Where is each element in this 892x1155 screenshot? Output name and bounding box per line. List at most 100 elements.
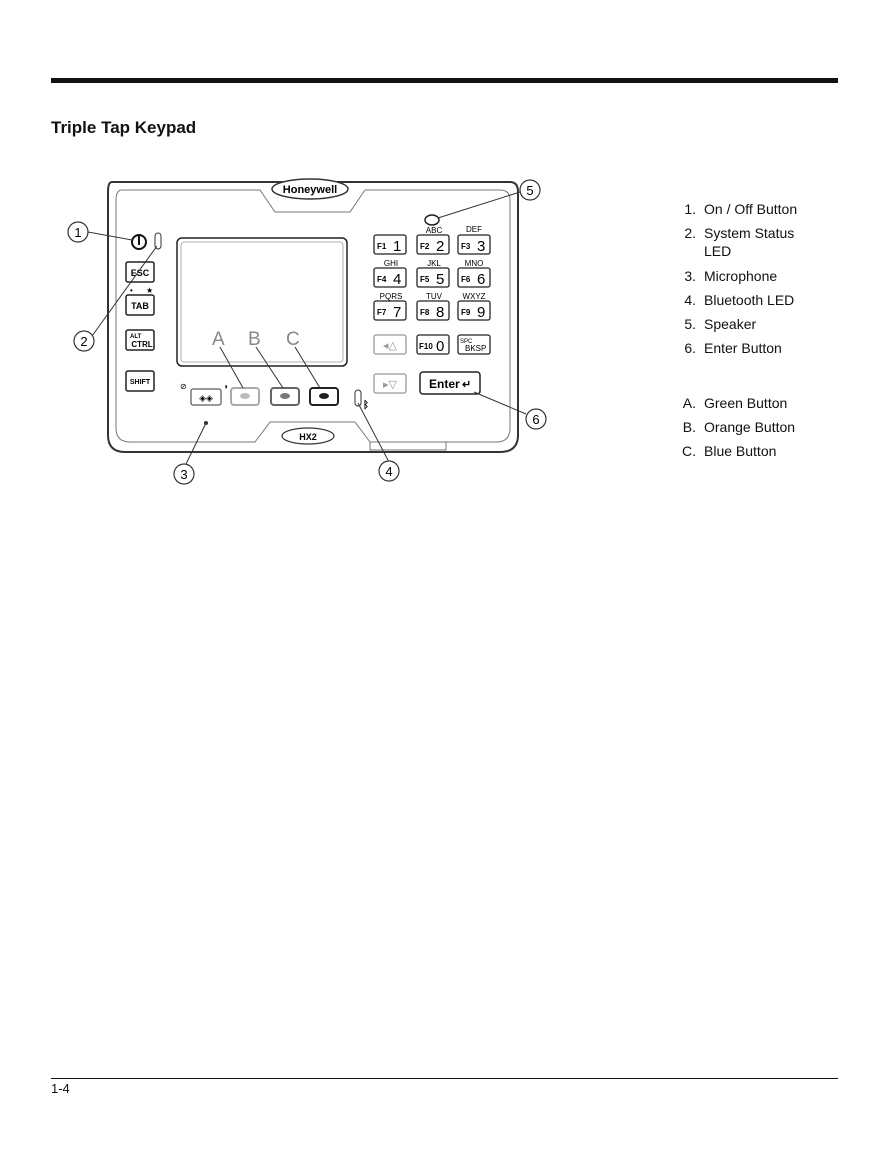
enter-key: Enter ↵: [419, 371, 481, 395]
legend-item: A. Green Button: [682, 395, 788, 411]
callout-2: 2: [73, 330, 95, 352]
key-0: F10 0: [416, 334, 450, 355]
svg-text:F10: F10: [419, 342, 433, 351]
right-arrow-key: ▸▽: [373, 373, 407, 394]
svg-text:◈◈: ◈◈: [199, 393, 213, 403]
key-2: F2 2: [416, 234, 450, 255]
svg-text:TAB: TAB: [131, 301, 149, 311]
device-inner-outline: [115, 189, 511, 443]
callout-5: 5: [519, 179, 541, 201]
key-1: F1 1: [373, 234, 407, 255]
label-b: B: [248, 329, 261, 350]
display-screen: [176, 237, 348, 367]
svg-text:JKL: JKL: [427, 259, 441, 268]
svg-text:6: 6: [532, 412, 539, 427]
svg-text:F9: F9: [461, 308, 471, 317]
svg-text:•: •: [130, 286, 133, 295]
legend-item: 5. Speaker: [684, 316, 757, 332]
svg-text:↵: ↵: [462, 379, 471, 391]
bluetooth-icon: ᛒ: [363, 399, 369, 411]
key-8: F8 8: [416, 300, 450, 321]
legend-item: 2. System Status LED: [684, 225, 795, 259]
svg-text:8: 8: [436, 304, 444, 321]
callout-6: 6: [525, 408, 547, 430]
svg-text:CTRL: CTRL: [131, 340, 152, 349]
svg-text:2: 2: [436, 238, 444, 255]
bluetooth-led: [354, 389, 362, 407]
footer-rule: [51, 1078, 838, 1079]
left-arrow-key: ◂△: [373, 334, 407, 355]
page-number: 1-4: [51, 1081, 70, 1096]
svg-text:★: ★: [146, 286, 153, 295]
svg-text:F4: F4: [377, 275, 387, 284]
svg-text:6: 6: [477, 271, 485, 288]
key-4: F4 4: [373, 267, 407, 288]
key-6: F6 6: [457, 267, 491, 288]
svg-text:4: 4: [393, 271, 401, 288]
svg-text:3: 3: [180, 467, 187, 482]
speaker: [424, 214, 440, 226]
svg-text:▸▽: ▸▽: [383, 379, 398, 391]
header-rule: [51, 78, 838, 83]
keypad-diagram: Honeywell HX2 ESC • ★ TAB ALT CTRL SHIFT…: [67, 178, 547, 485]
legend-item: 3. Microphone: [684, 268, 778, 284]
svg-text:F8: F8: [420, 308, 430, 317]
svg-text:MNO: MNO: [465, 259, 484, 268]
svg-text:Enter: Enter: [429, 377, 460, 391]
spc-bksp-key: SPC BKSP: [457, 334, 491, 355]
svg-text:0: 0: [436, 338, 444, 355]
svg-text:PQRS: PQRS: [380, 292, 403, 301]
legend-item: C. Blue Button: [682, 443, 777, 459]
svg-text:◂△: ◂△: [383, 340, 398, 352]
svg-text:5: 5: [526, 183, 533, 198]
key-7: F7 7: [373, 300, 407, 321]
svg-text:7: 7: [393, 304, 401, 321]
model-badge: [281, 427, 335, 445]
label-a: A: [212, 329, 225, 350]
svg-text:BKSP: BKSP: [465, 344, 486, 353]
svg-text:SPC: SPC: [460, 339, 473, 345]
legend-item: 6. Enter Button: [684, 340, 782, 356]
svg-text:ABC: ABC: [426, 226, 443, 235]
callout-4: 4: [378, 460, 400, 482]
diamond-key: [190, 388, 222, 406]
svg-text:1: 1: [393, 238, 401, 255]
svg-text:9: 9: [477, 304, 485, 321]
svg-text:F1: F1: [377, 242, 387, 251]
alt-ctrl-key: ALT CTRL: [125, 329, 155, 351]
svg-text:WXYZ: WXYZ: [462, 292, 485, 301]
svg-text:F2: F2: [420, 242, 430, 251]
svg-text:F7: F7: [377, 308, 387, 317]
key-9: F9 9: [457, 300, 491, 321]
key-3: F3 3: [457, 234, 491, 255]
svg-text:ALT: ALT: [130, 334, 142, 340]
svg-text:ESC: ESC: [131, 268, 150, 278]
svg-text:DEF: DEF: [466, 225, 482, 234]
tab-key: TAB: [125, 294, 155, 316]
slot: [369, 441, 447, 451]
legend-item: 4. Bluetooth LED: [684, 292, 795, 308]
callout-3: 3: [173, 463, 195, 485]
svg-text:SHIFT: SHIFT: [130, 379, 151, 386]
svg-text:1: 1: [74, 225, 81, 240]
esc-key: ESC: [125, 261, 155, 283]
svg-text:3: 3: [477, 238, 485, 255]
svg-text:F3: F3: [461, 242, 471, 251]
status-led: [154, 232, 162, 250]
callout-1: 1: [67, 221, 89, 243]
contrast-icon: ⊘: [180, 382, 187, 391]
svg-text:4: 4: [385, 464, 392, 479]
key-5: F5 5: [416, 267, 450, 288]
svg-text:F5: F5: [420, 275, 430, 284]
svg-text:F6: F6: [461, 275, 471, 284]
svg-text:2: 2: [80, 334, 87, 349]
section-title: Triple Tap Keypad: [51, 118, 197, 137]
brightness-icon: ◑: [223, 382, 228, 391]
model-text: HX2: [299, 432, 317, 442]
svg-text:TUV: TUV: [426, 292, 443, 301]
svg-text:5: 5: [436, 271, 444, 288]
svg-text:GHI: GHI: [384, 259, 398, 268]
brand-logo: [271, 178, 349, 200]
brand-text: Honeywell: [283, 184, 337, 196]
label-c: C: [286, 329, 300, 350]
